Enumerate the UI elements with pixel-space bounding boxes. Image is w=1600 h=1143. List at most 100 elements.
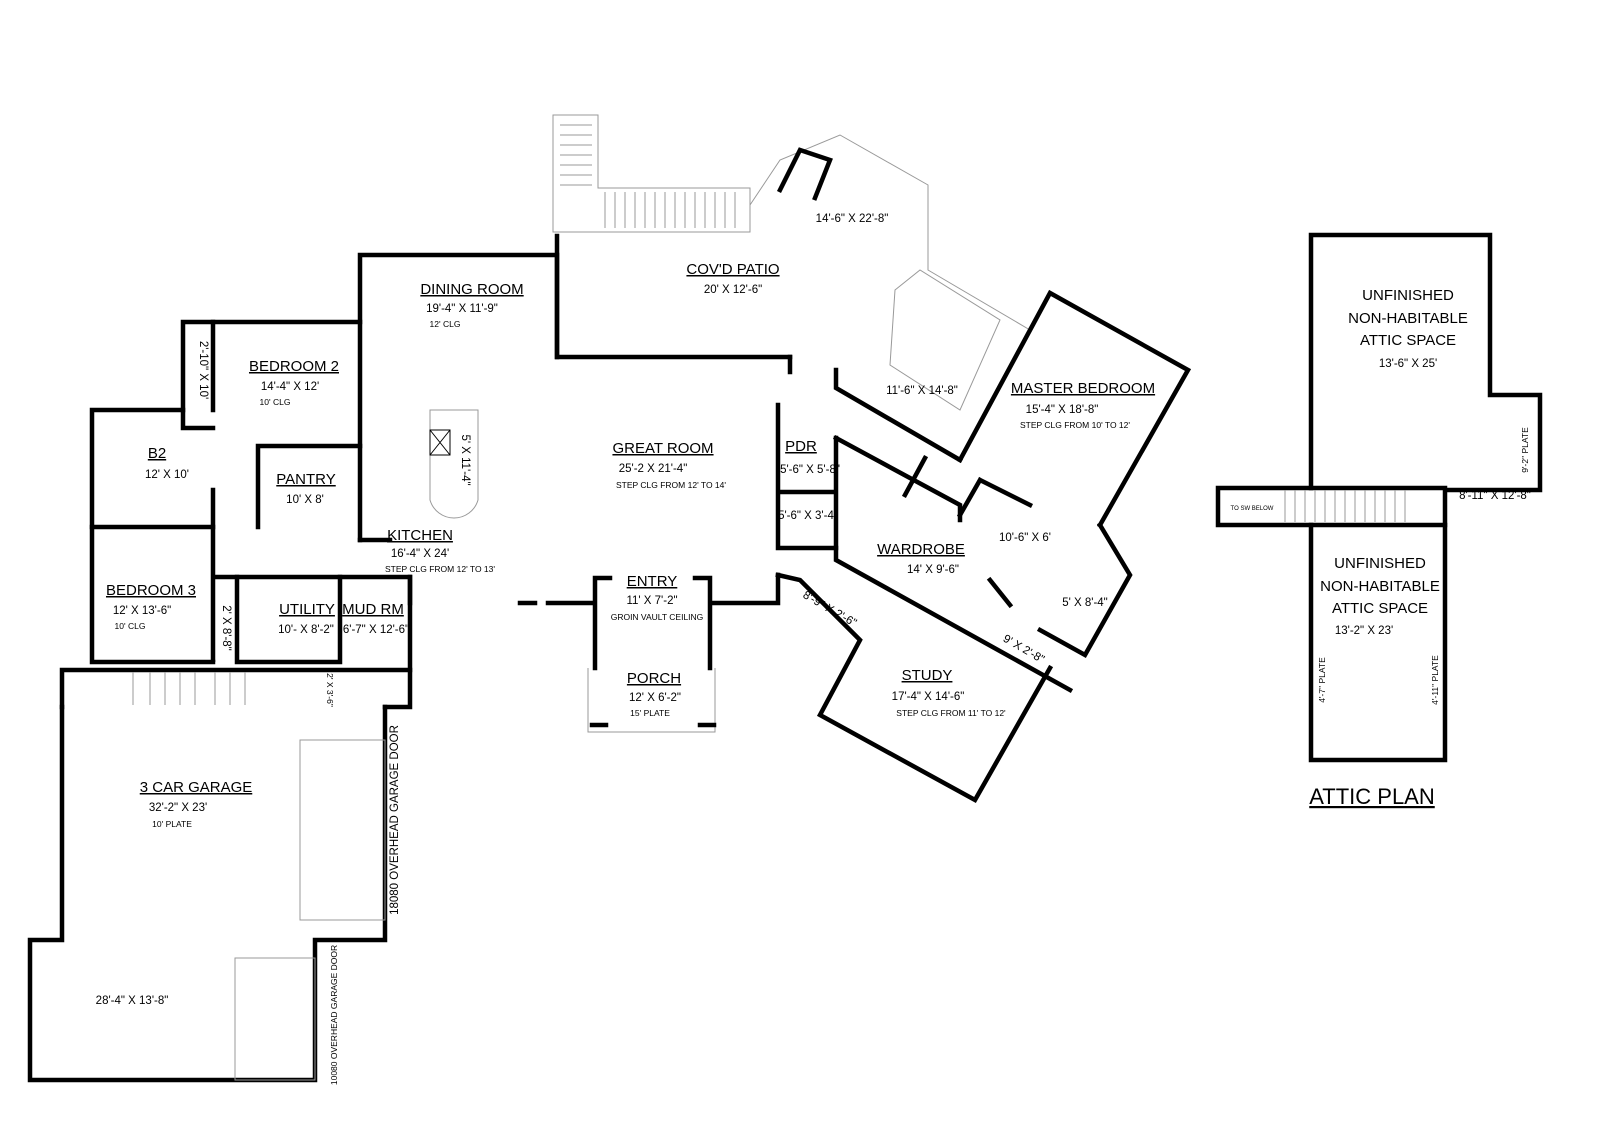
attic-walls [1215, 232, 1543, 763]
patio-outline [749, 134, 1031, 331]
room-bedroom2: BEDROOM 2 14'-4" X 12' 10' CLG 2'-10" X … [197, 341, 339, 407]
room-utility: UTILITY 10'- X 8'-2" [278, 601, 335, 636]
room-dim: 14'-6" X 22'-8" [816, 213, 889, 225]
room-dim: 11' X 7'-2" [626, 595, 677, 607]
garage-door-swings [234, 739, 386, 1081]
room-name: WARDROBE [877, 541, 965, 558]
room-b2: B2 12' X 10' [145, 445, 189, 481]
room-name: B2 [148, 445, 166, 462]
plate-label: 9'-2" PLATE [1520, 427, 1530, 473]
attic-dim: 13'-6" X 25' [1379, 358, 1437, 370]
attic-label: ATTIC SPACE [1360, 332, 1456, 349]
room-note: 12' CLG [430, 319, 461, 329]
room-dim: 15'-4" X 18'-8" [1026, 404, 1099, 416]
room-dim: 5' X 8'-4" [1062, 597, 1108, 609]
attic-label: ATTIC SPACE [1332, 600, 1428, 617]
room-dim: 20' X 12'-6" [704, 284, 762, 296]
deck-stairs [552, 114, 751, 233]
attic-lower: UNFINISHED NON-HABITABLE ATTIC SPACE 13'… [1320, 555, 1440, 637]
attic-label: NON-HABITABLE [1348, 310, 1468, 327]
room-dim: 28'-4" X 13'-8" [96, 995, 169, 1007]
attic-label: UNFINISHED [1362, 287, 1454, 304]
room-name: GREAT ROOM [612, 440, 713, 457]
room-note: 10' CLG [115, 621, 146, 631]
island-dim: 5' X 11'-4" [459, 434, 471, 485]
room-pantry: PANTRY 10' X 8' [276, 471, 335, 506]
room-note: STEP CLG FROM 12' TO 13' [385, 564, 495, 574]
exterior-walls [27, 233, 1192, 1083]
room-note: STEP CLG FROM 10' TO 12' [1020, 420, 1130, 430]
room-note: GROIN VAULT CEILING [611, 612, 704, 622]
attic-plan-title: ATTIC PLAN [1309, 784, 1435, 809]
porch-outline [587, 668, 716, 733]
room-patio: COV'D PATIO 20' X 12'-6" 14'-6" X 22'-8"… [686, 213, 957, 397]
kitchen-island [429, 409, 479, 519]
attic-dim: 13'-2" X 23' [1335, 625, 1393, 637]
room-name: 3 CAR GARAGE [140, 779, 253, 796]
room-dim: 5'-6" X 3'-4" [778, 510, 838, 522]
room-dim: 14'-4" X 12' [261, 381, 319, 393]
room-dim: 16'-4" X 24' [391, 548, 449, 560]
room-dim: 10'- X 8'-2" [278, 624, 334, 636]
room-dim: 12' X 10' [145, 469, 189, 481]
room-dim: 12' X 13'-6" [113, 605, 171, 617]
room-name: BEDROOM 3 [106, 582, 196, 599]
room-name: PDR [785, 438, 817, 455]
outdoor-kitchen-counter [889, 269, 1001, 411]
fireplace [776, 147, 833, 201]
room-dim: 2' X 3'-6" [325, 673, 335, 707]
room-garage: 3 CAR GARAGE 32'-2" X 23' 10' PLATE 28'-… [96, 725, 401, 1085]
room-note: STEP CLG FROM 11' TO 12' [896, 708, 1006, 718]
room-name: MASTER BEDROOM [1011, 380, 1155, 397]
attic-label: NON-HABITABLE [1320, 578, 1440, 595]
plate-label: 4'-7" PLATE [1317, 657, 1327, 703]
room-dim: 11'-6" X 14'-8" [886, 385, 958, 397]
room-dim: 10'-6" X 6' [999, 532, 1051, 544]
room-note: STEP CLG FROM 12' TO 14' [616, 480, 726, 490]
garage-door-label: 18080 OVERHEAD GARAGE DOOR [389, 725, 401, 915]
room-name: PORCH [627, 670, 681, 687]
room-bedroom3: BEDROOM 3 12' X 13'-6" 10' CLG 2' X 8'-8… [106, 582, 232, 651]
room-name: BEDROOM 2 [249, 358, 339, 375]
room-pdr: PDR 5'-6" X 5'-8" 5'-6" X 3'-4" [778, 438, 840, 522]
room-note: 10' CLG [260, 397, 291, 407]
room-dim: 25'-2 X 21'-4" [619, 463, 688, 475]
garage-stairs [132, 672, 246, 705]
room-dim: 8'-9" X 2'-6" [801, 589, 859, 629]
room-dining: DINING ROOM 19'-4" X 11'-9" 12' CLG [420, 281, 523, 329]
room-dim: 32'-2" X 23' [149, 802, 207, 814]
room-dim: 17'-4" X 14'-6" [892, 691, 965, 703]
attic-dim: 8'-11" X 12'-8" [1459, 490, 1531, 502]
room-master: MASTER BEDROOM 15'-4" X 18'-8" STEP CLG … [999, 380, 1155, 666]
room-name: ENTRY [627, 573, 678, 590]
plate-label: 4'-11" PLATE [1430, 655, 1440, 705]
room-dim: 2'-10" X 10' [197, 341, 209, 399]
room-great: GREAT ROOM 25'-2 X 21'-4" STEP CLG FROM … [612, 440, 726, 490]
room-dim: 10' X 8' [286, 494, 324, 506]
room-note: 10' PLATE [152, 819, 192, 829]
room-name: MUD RM [342, 601, 404, 618]
room-dim: 12' X 6'-2" [629, 692, 681, 704]
room-dim: 9' X 2'-8" [1001, 633, 1046, 666]
room-name: COV'D PATIO [686, 261, 779, 278]
attic-upper: UNFINISHED NON-HABITABLE ATTIC SPACE 13'… [1348, 287, 1468, 370]
attic-label: UNFINISHED [1334, 555, 1426, 572]
room-name: DINING ROOM [420, 281, 523, 298]
room-entry: ENTRY 11' X 7'-2" GROIN VAULT CEILING [611, 573, 704, 622]
room-porch: PORCH 12' X 6'-2" 15' PLATE [627, 670, 681, 718]
room-study: 8'-9" X 2'-6" STUDY 17'-4" X 14'-6" STEP… [801, 589, 1006, 718]
room-name: UTILITY [279, 601, 335, 618]
room-dim: 5'-6" X 5'-8" [780, 464, 840, 476]
room-name: STUDY [902, 667, 953, 684]
room-mudrm: MUD RM 6'-7" X 12'-6" 2' X 3'-6" [325, 601, 409, 707]
room-name: KITCHEN [387, 527, 453, 544]
room-wardrobe: WARDROBE 14' X 9'-6" [877, 541, 965, 576]
garage-door-label: 10080 OVERHEAD GARAGE DOOR [329, 945, 339, 1085]
room-name: PANTRY [276, 471, 335, 488]
room-dim: 2' X 8'-8" [220, 605, 232, 651]
stair-label: TO SW BELOW [1231, 506, 1274, 512]
room-dim: 6'-7" X 12'-6" [343, 624, 409, 636]
room-note: 15' PLATE [630, 708, 670, 718]
room-dim: 14' X 9'-6" [907, 564, 959, 576]
